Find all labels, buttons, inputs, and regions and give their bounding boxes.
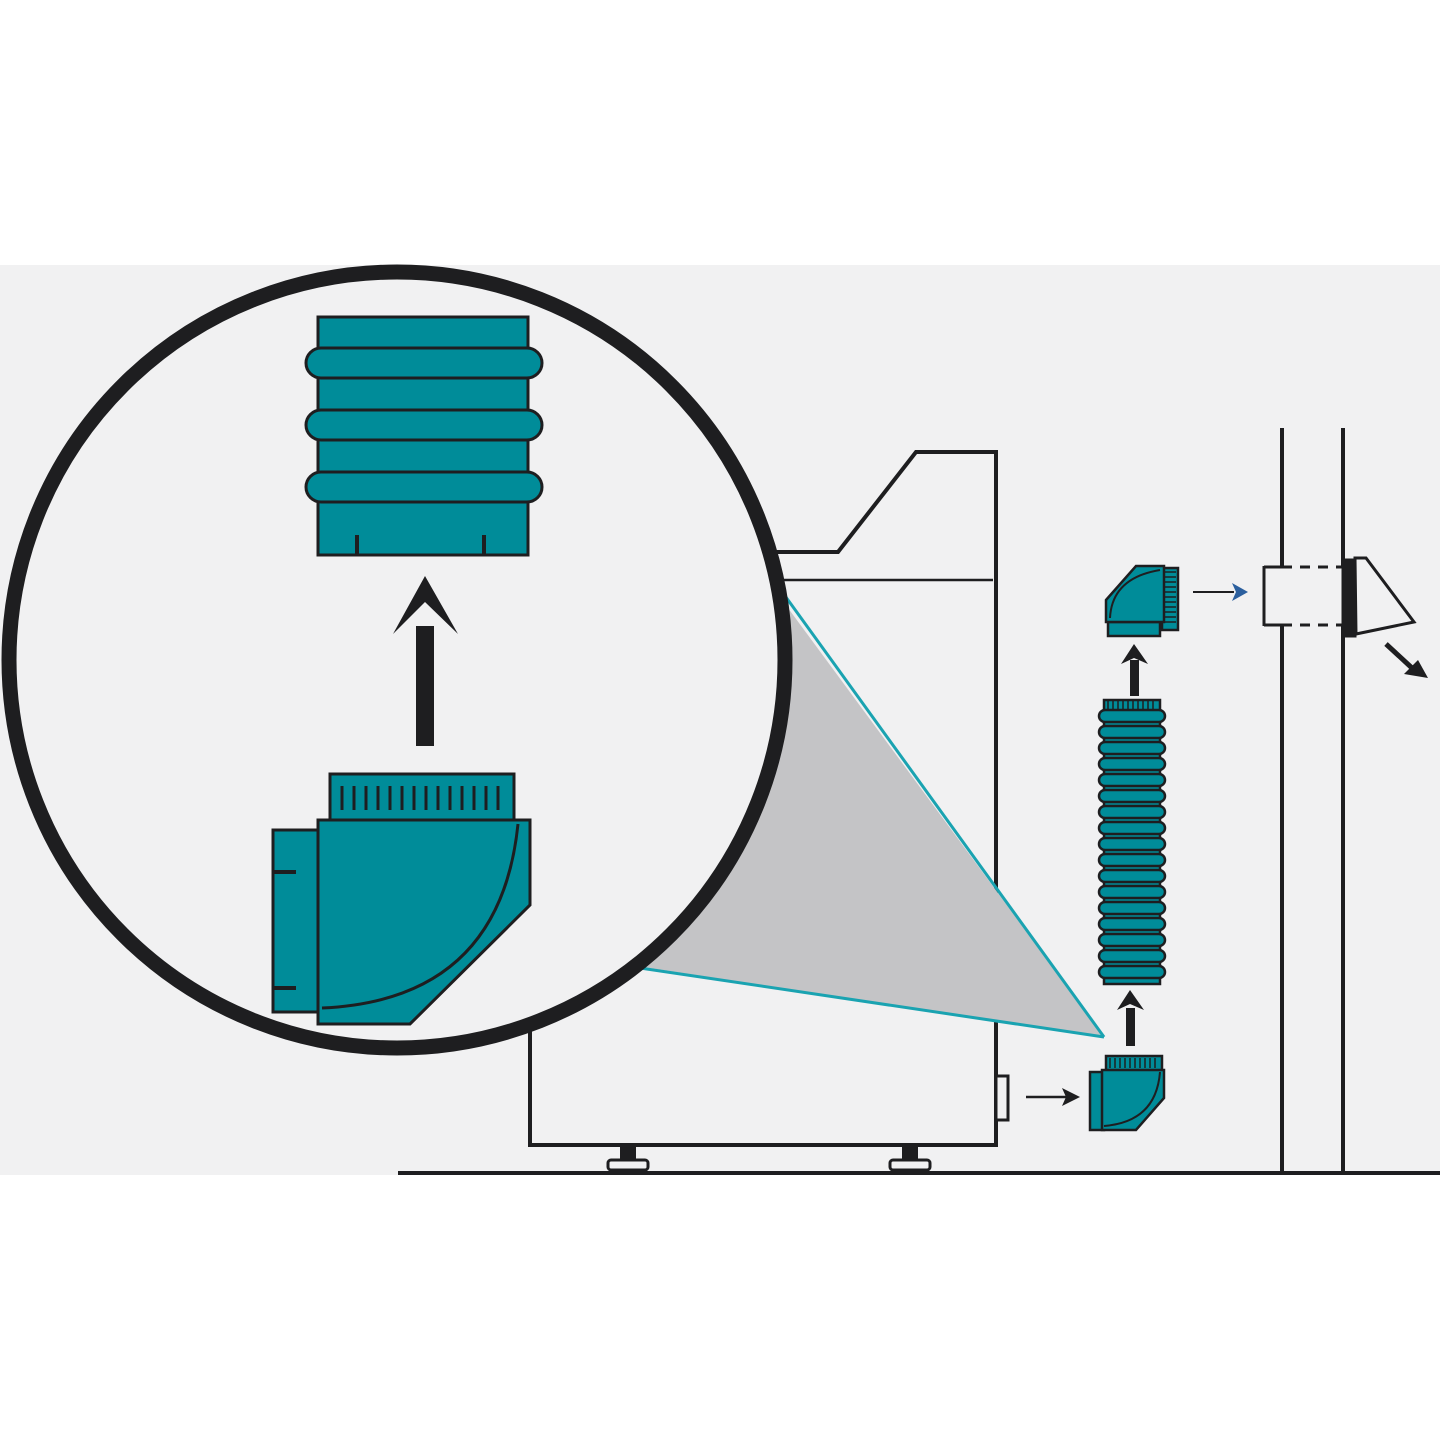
wall-opening: [1262, 565, 1345, 627]
arrow-icon: [393, 576, 458, 746]
duct-rib: [1097, 772, 1167, 788]
duct-rib: [1097, 884, 1167, 900]
duct-rib: [1097, 932, 1167, 948]
duct-rib: [304, 408, 544, 442]
duct-rib: [1097, 724, 1167, 740]
elbow-connector-icon: [1088, 1054, 1166, 1132]
duct-rib: [1097, 900, 1167, 916]
duct-rib: [1097, 756, 1167, 772]
duct-rib: [1097, 740, 1167, 756]
duct-rib: [1097, 788, 1167, 804]
arrow-icon: [1121, 644, 1148, 696]
duct-rib: [1097, 852, 1167, 868]
elbow-connector-icon: [271, 772, 532, 1026]
duct-rib: [1097, 868, 1167, 884]
arrow-icon: [1384, 642, 1428, 678]
zoom-cone-edge-bottom: [639, 966, 1105, 1039]
duct-rib: [304, 470, 544, 504]
arrow-icon: [1193, 583, 1248, 601]
duct-rib: [1097, 708, 1167, 724]
duct-rib: [1097, 964, 1167, 980]
arrow-icon: [1117, 990, 1144, 1046]
elbow-body: [316, 818, 532, 1026]
zoomed-duct-cuff: [304, 315, 544, 557]
duct-rib: [1097, 916, 1167, 932]
wall-vent-hood-icon: [1341, 556, 1417, 638]
duct-rib: [1097, 804, 1167, 820]
duct-rib: [304, 346, 544, 380]
elbow-side-collar: [271, 828, 323, 1014]
elbow-connector-icon: [1104, 564, 1180, 638]
duct-rib: [1097, 948, 1167, 964]
arrow-icon: [1026, 1088, 1080, 1106]
duct-rib: [1097, 836, 1167, 852]
magnifier-circle: [1, 264, 793, 1056]
zoom-cone-edge-top: [773, 581, 1106, 1038]
wall: [1280, 428, 1345, 1173]
dryer-exhaust-port: [994, 1074, 1010, 1122]
dryer-foot-left: [606, 1146, 650, 1172]
elbow-top-collar-teeth: [340, 786, 500, 810]
dryer-foot-right: [888, 1146, 932, 1172]
duct-rib: [1097, 820, 1167, 836]
flexible-duct-icon: [1097, 698, 1167, 986]
